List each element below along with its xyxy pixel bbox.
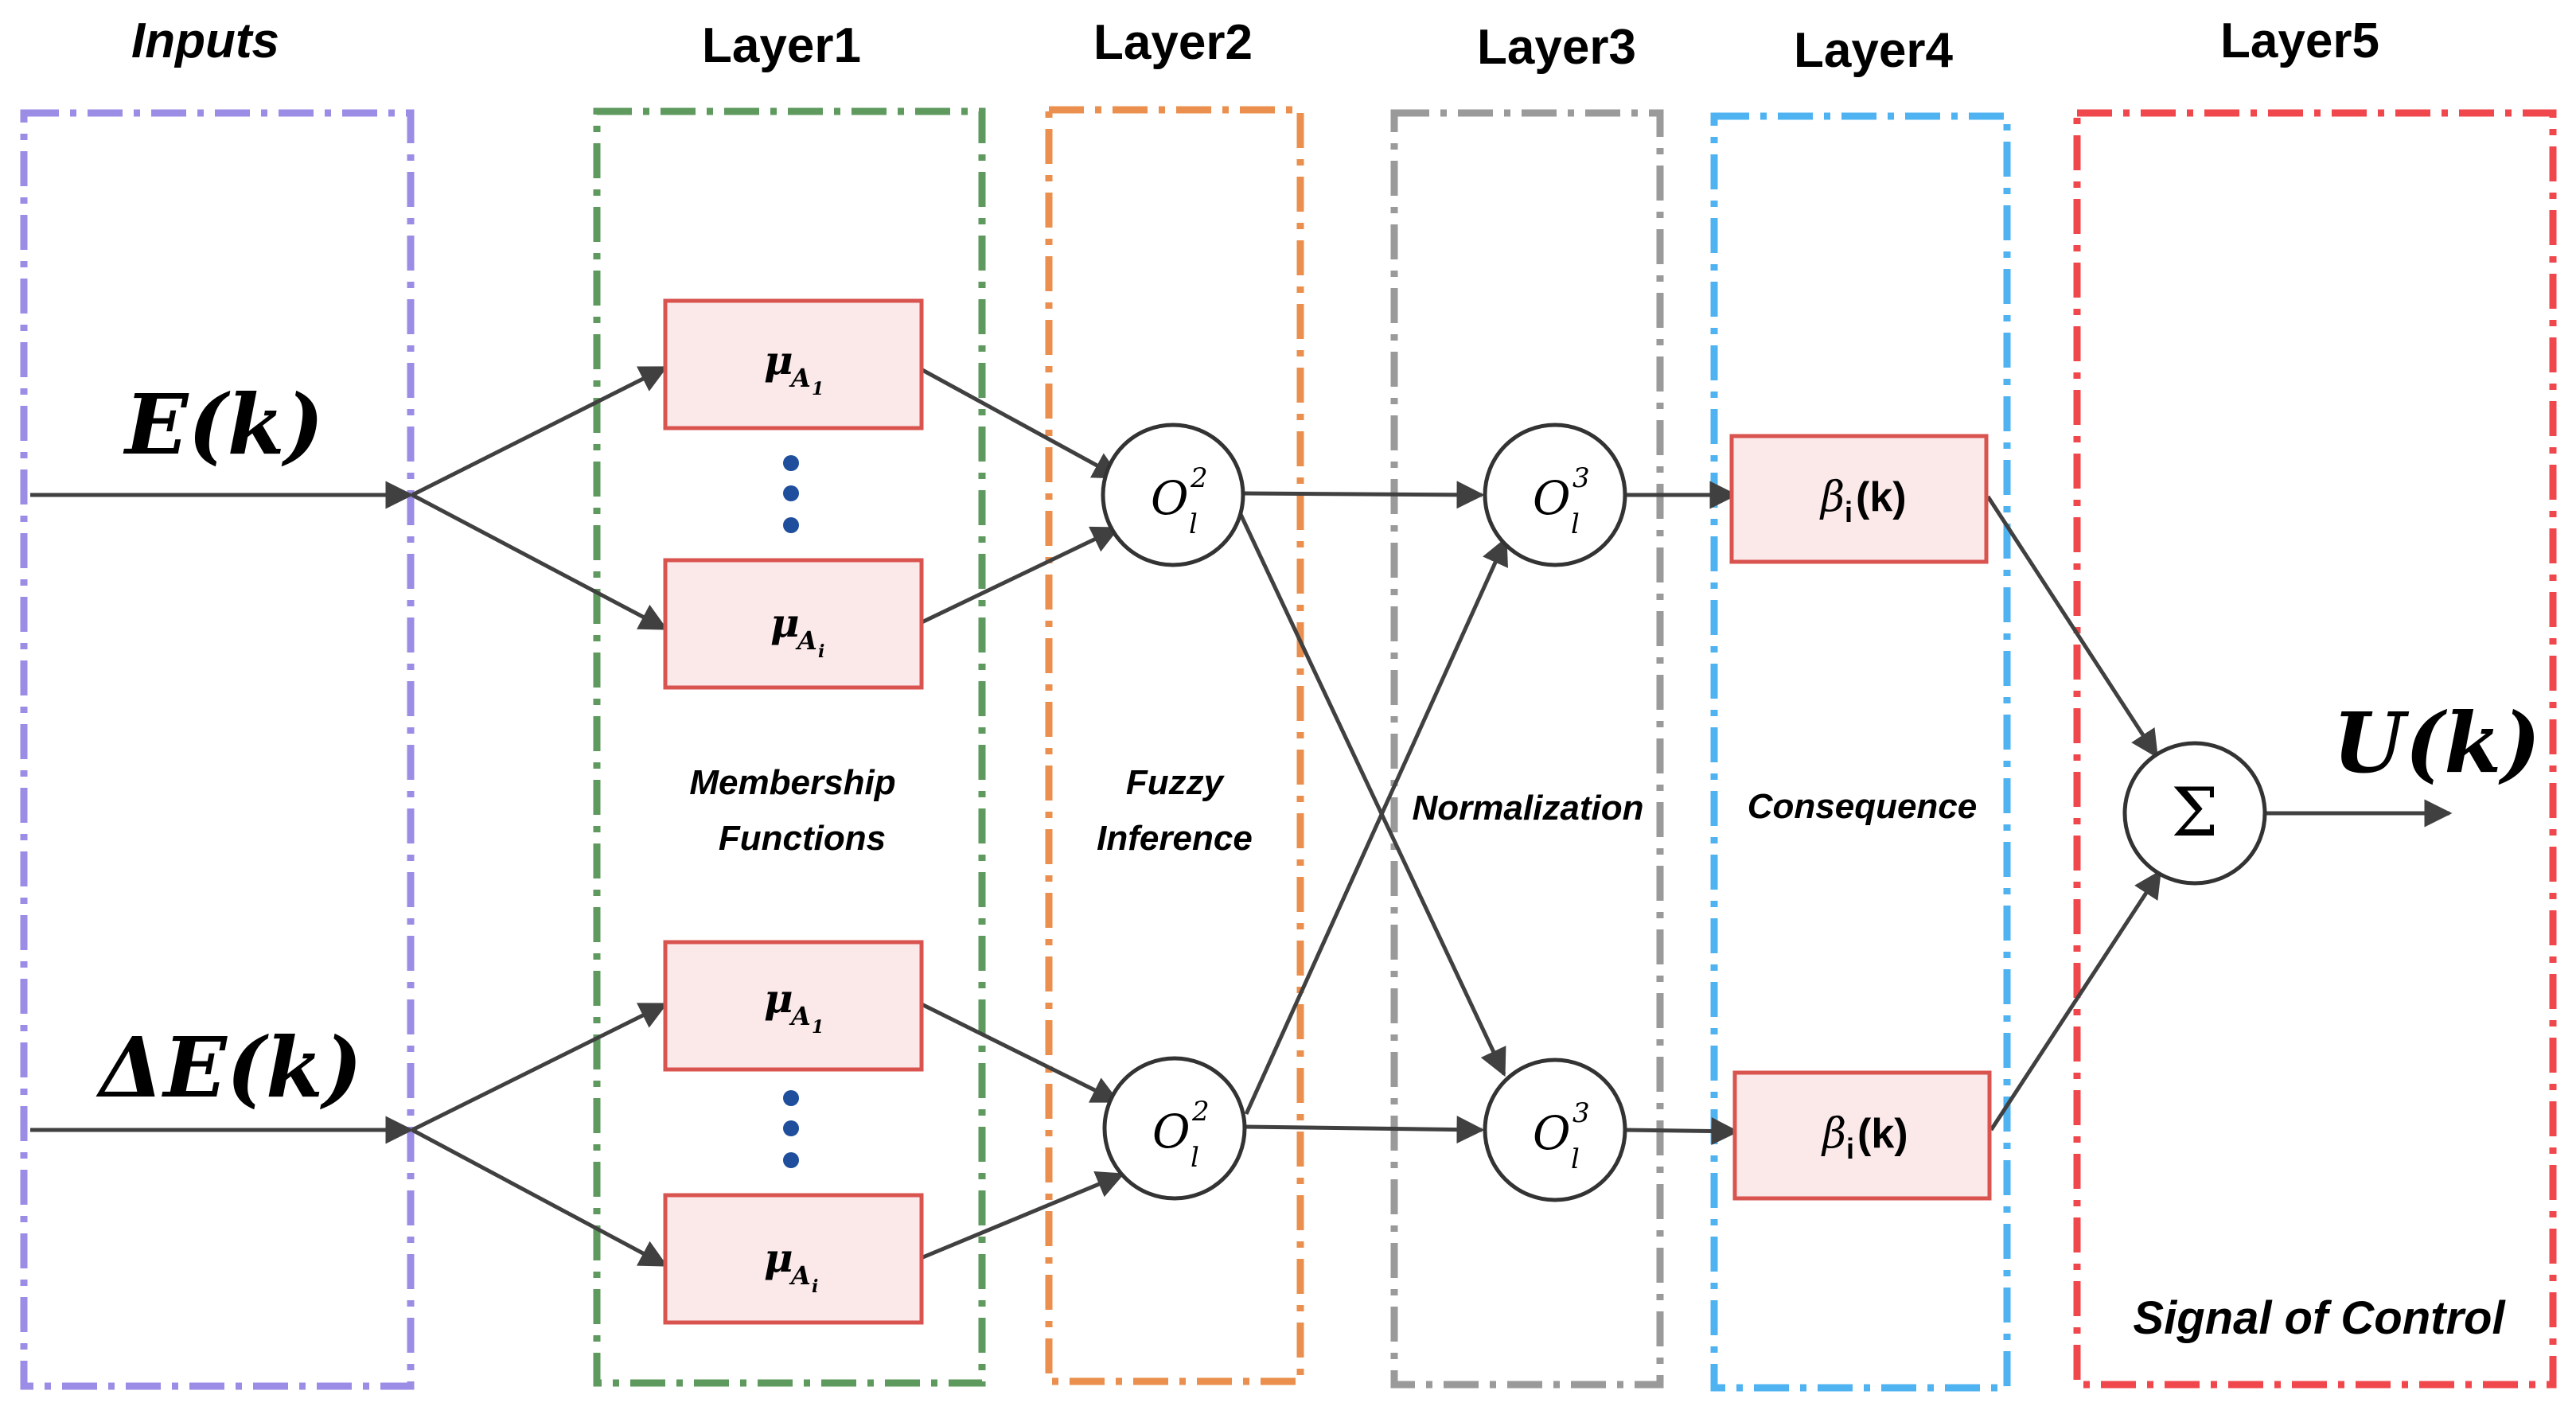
edge-mui-o2a [914,526,1120,628]
caption-signal-of-control: Signal of Control [2133,1292,2506,1344]
membership-box-e-a1: μ A 1 [663,298,924,430]
layer4-box [1710,112,2011,1392]
beta-symbol: β [1819,473,1845,521]
caption-fuzzy-line2: Inference [1097,819,1253,858]
header-layer4: Layer4 [1794,23,1953,78]
edge-de-mu1 [411,1002,668,1132]
beta-symbol: β [1821,1110,1846,1158]
ellipsis-dots-bottom [783,1090,799,1168]
beta-arg: (k) [1856,474,1907,520]
mu-symbol: μ [764,975,793,1022]
layer3-node-bottom: O l 3 [1483,1058,1627,1202]
caption-membership-line2: Functions [719,819,886,858]
consequence-box-top: β i (k) [1729,434,1989,564]
node-sup: 3 [1572,1097,1590,1129]
header-layer2: Layer2 [1093,15,1253,70]
header-layer1: Layer1 [702,18,861,73]
edge-beta2-sum [1989,870,2162,1132]
beta-index: i [1845,496,1853,528]
edge-o3b-beta2 [1624,1117,1740,1146]
edge-o2b-o3b [1244,1116,1485,1144]
sum-node: Σ [2122,741,2267,886]
edge-o2b-o3a [1244,536,1508,1116]
mu-sub-idx: i [812,1276,818,1297]
node-base: O [1533,1106,1571,1160]
node-sub: l [1189,508,1198,540]
input-e-label: E(k) [123,376,324,473]
edge-mu1-o2a [914,364,1122,480]
membership-box-e-ai: μ A i [663,558,924,690]
mu-sub-a: A [789,1001,811,1031]
layer1-box [593,107,986,1387]
caption-normalization: Normalization [1413,789,1644,828]
inputs-layer-box [20,109,415,1390]
mu-symbol: μ [770,599,800,646]
node-sup: 2 [1191,1096,1210,1128]
node-base: O [1152,1104,1191,1159]
mu-symbol: μ [764,337,793,384]
node-sup: 2 [1190,462,1208,494]
beta-arg: (k) [1857,1111,1908,1157]
header-layer3: Layer3 [1477,20,1636,75]
node-base: O [1151,471,1189,525]
header-inputs: Inputs [131,14,279,68]
output-u-label: U(k) [2332,694,2540,792]
beta-index: i [1846,1132,1854,1165]
edge-muib-o2b [914,1171,1125,1263]
edge-o2a-o3b [1236,508,1506,1077]
mu-sub-a: A [789,1260,811,1291]
mu-sub-idx: 1 [812,379,824,399]
mu-symbol: μ [764,1234,793,1281]
ellipsis-dots-top [783,455,799,533]
node-sub: l [1571,1143,1580,1175]
caption-membership-line1: Membership [689,763,895,802]
edge-de-mui [411,1128,668,1268]
sigma-symbol: Σ [2171,773,2218,851]
node-sub: l [1571,508,1580,540]
layer2-node-top: O l 2 [1101,423,1245,567]
layer3-node-top: O l 3 [1483,423,1627,567]
edge-e-mui [411,493,668,631]
node-base: O [1533,471,1571,525]
mu-sub-idx: 1 [812,1017,824,1038]
input-de-label: ΔE(k) [95,1019,362,1116]
edge-mu1b-o2b [914,999,1120,1104]
edge-beta1-sum [1986,495,2159,758]
node-sup: 3 [1572,462,1590,494]
layer3-box [1390,109,1664,1389]
header-layer5: Layer5 [2220,14,2379,68]
mu-sub-a: A [795,625,817,656]
caption-fuzzy-line1: Fuzzy [1126,763,1226,802]
layer2-node-bottom: O l 2 [1102,1056,1247,1201]
mu-sub-idx: i [818,641,824,662]
layer5-box [2073,109,2557,1389]
edge-o2a-o3a [1242,481,1485,509]
membership-box-de-a1: μ A 1 [663,940,924,1072]
mu-sub-a: A [789,363,811,393]
edge-e-mu1 [411,365,668,497]
node-sub: l [1191,1142,1199,1174]
consequence-box-bottom: β i (k) [1732,1070,1992,1201]
membership-box-de-ai: μ A i [663,1193,924,1325]
caption-consequence: Consequence [1748,787,1978,826]
